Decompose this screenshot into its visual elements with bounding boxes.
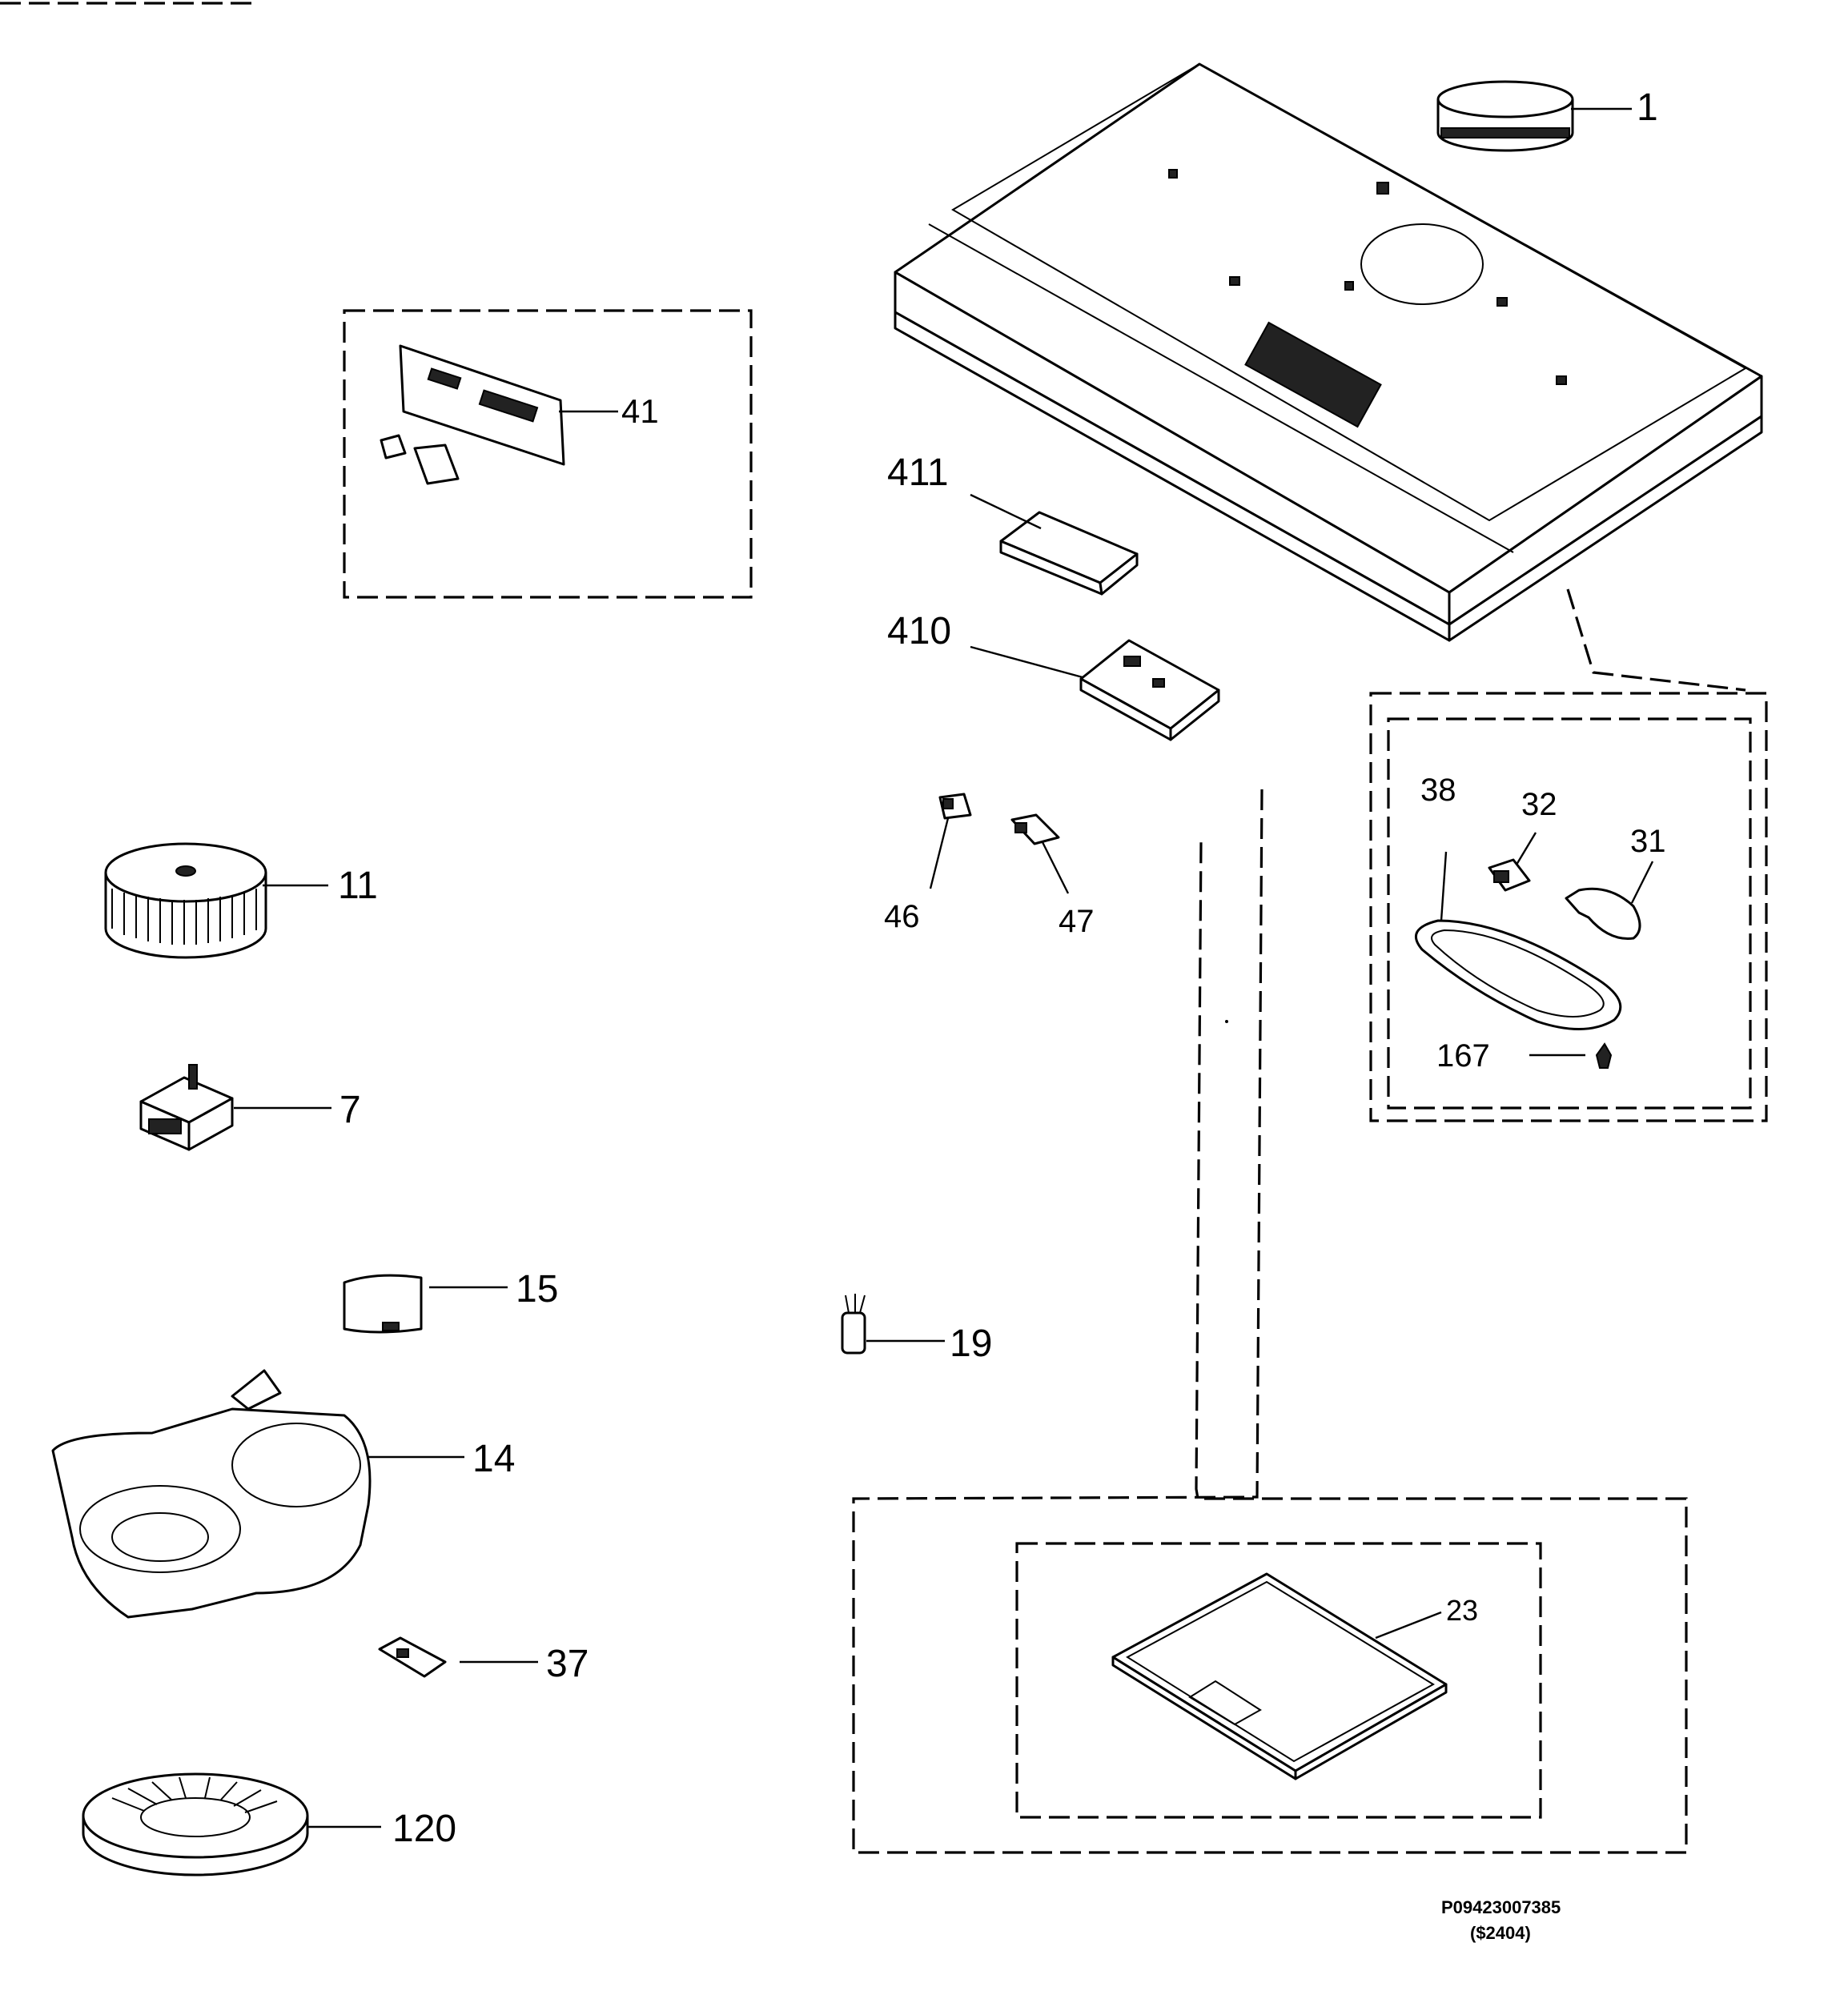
part-46-switch <box>929 793 972 889</box>
callout-38: 38 <box>1420 773 1456 808</box>
part-7-motor <box>139 1064 331 1151</box>
callout-1: 1 <box>1637 86 1658 129</box>
callout-11: 11 <box>338 865 378 907</box>
lighting-kit-outer-box <box>1369 692 1768 1122</box>
callout-120: 120 <box>392 1808 456 1850</box>
grease-filter-kit-inner-box <box>1015 1542 1542 1819</box>
callout-31: 31 <box>1630 824 1666 859</box>
range-hood-body <box>894 62 1763 642</box>
grease-filter-kit-outer-box <box>852 789 1688 1854</box>
callout-19: 19 <box>950 1323 992 1365</box>
callout-167: 167 <box>1436 1038 1490 1074</box>
callout-32: 32 <box>1521 787 1557 822</box>
callout-labels: 1 41 411 410 11 46 47 38 32 31 167 7 15 … <box>338 86 1666 1850</box>
callout-47: 47 <box>1059 904 1095 939</box>
part-411-board-cover <box>970 493 1139 596</box>
part-32-lamp-socket <box>1488 832 1537 892</box>
part-11-blower-wheel <box>104 842 328 959</box>
part-19-small-capacitor <box>841 1294 945 1355</box>
callout-410: 410 <box>887 610 951 652</box>
part-120-charcoal-filter <box>82 1772 381 1877</box>
callout-7: 7 <box>339 1089 361 1131</box>
callout-23: 23 <box>1446 1594 1478 1627</box>
callout-41: 41 <box>621 392 659 430</box>
lighting-kit-inner-box <box>1387 717 1752 1110</box>
part-15-capacitor <box>343 1274 508 1334</box>
callout-46: 46 <box>884 899 920 934</box>
revision-code: ($2404) <box>1470 1923 1531 1943</box>
drawing-code: P09423007385 <box>1441 1897 1561 1917</box>
part-1-duct-collar <box>1436 80 1632 152</box>
part-31-bulb <box>1565 861 1654 940</box>
part-41-kit-box <box>343 309 753 599</box>
callout-37: 37 <box>546 1643 589 1685</box>
callout-14: 14 <box>472 1438 515 1480</box>
callout-15: 15 <box>516 1268 558 1311</box>
part-47-switch <box>1010 813 1070 894</box>
speck <box>1225 1020 1228 1023</box>
part-41-control-panel <box>380 344 618 485</box>
part-38-light-gasket <box>1414 851 1622 1031</box>
callout-411: 411 <box>887 452 949 494</box>
part-167-screw <box>1529 1042 1613 1069</box>
part-14-blower-housing <box>51 1369 464 1619</box>
part-37-connector <box>378 1636 538 1678</box>
part-410-electronic-board <box>970 639 1220 741</box>
part-23-grease-filter <box>1111 1572 1448 1780</box>
lighting-kit-leader <box>1566 588 1746 692</box>
